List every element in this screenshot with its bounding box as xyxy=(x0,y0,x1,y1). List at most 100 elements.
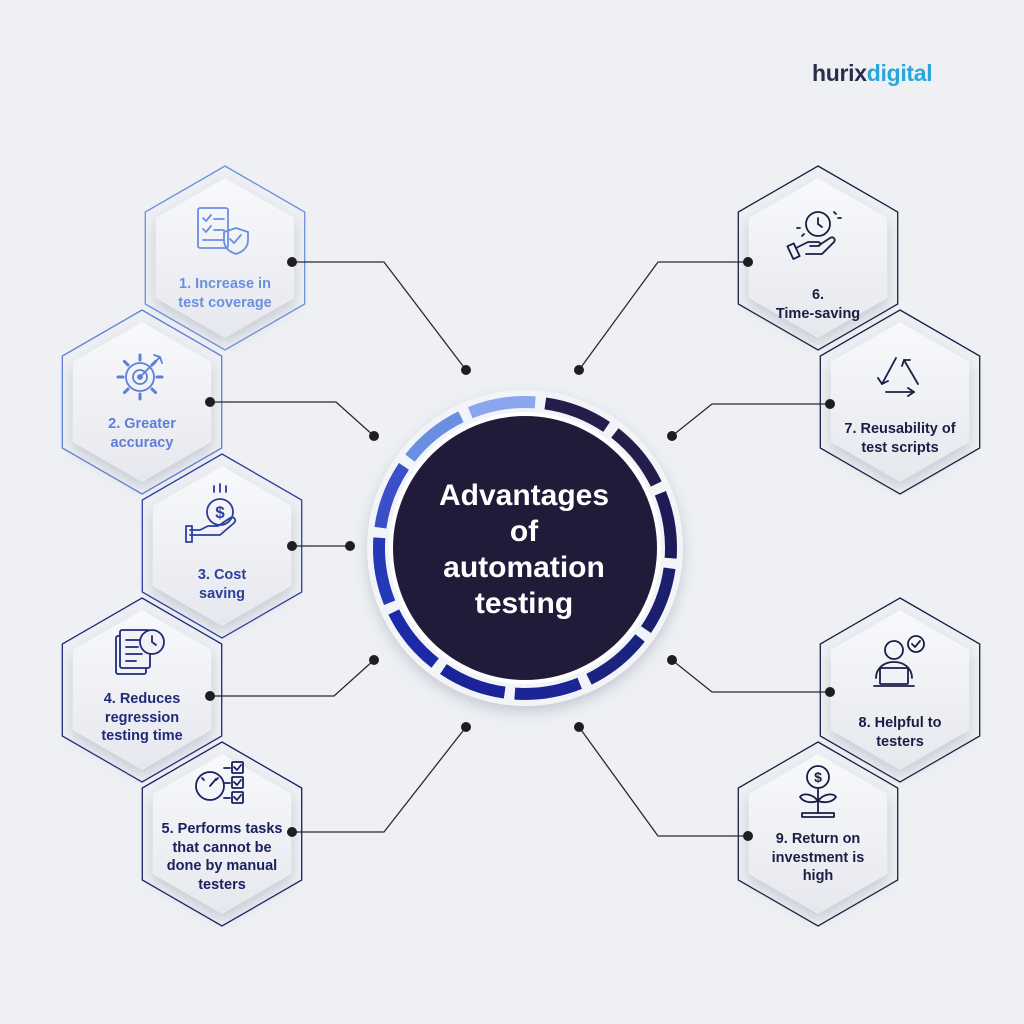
hex-outline xyxy=(61,597,223,783)
hex-outline xyxy=(141,453,303,639)
checklist-shield-icon xyxy=(197,207,249,255)
item-label-line: investment is xyxy=(771,849,865,866)
hex-card-1 xyxy=(144,165,306,351)
brand-logo: hurixdigital xyxy=(812,60,933,87)
hex-card-6 xyxy=(737,165,899,351)
hex-card-3 xyxy=(141,453,303,639)
item-label-line: testers xyxy=(876,733,924,750)
item-label-line: regression xyxy=(104,709,180,726)
item-label-line: that cannot be xyxy=(172,839,272,856)
item-label-6: 6.Time-saving xyxy=(738,286,898,323)
hex-outline xyxy=(141,741,303,927)
connector-dot xyxy=(461,365,471,375)
connector-dot xyxy=(345,541,355,551)
hex-card-4 xyxy=(61,597,223,783)
hex-face xyxy=(830,322,970,482)
hex-outline xyxy=(737,165,899,351)
hex-outline xyxy=(144,165,306,351)
connector-dot xyxy=(287,257,297,267)
connector-dot xyxy=(825,687,835,697)
item-label-8: 8. Helpful to testers xyxy=(820,714,980,751)
item-label-line: 4. Reduces xyxy=(103,691,181,707)
hex-card-8 xyxy=(819,597,981,783)
item-label-line: high xyxy=(802,868,834,884)
connector-line xyxy=(671,403,830,437)
hex-face xyxy=(748,178,888,338)
connector-dot xyxy=(743,831,753,841)
ring-segment xyxy=(544,397,610,432)
connector-line xyxy=(210,659,375,697)
ring-segment xyxy=(374,463,409,529)
connector-dot xyxy=(369,431,379,441)
svg-text:$: $ xyxy=(215,503,225,522)
hex-face xyxy=(748,754,888,914)
ring-segment xyxy=(611,428,662,487)
item-label-line: testers xyxy=(198,876,246,893)
item-label-1: 1. Increase in test coverage xyxy=(145,275,305,312)
hex-face xyxy=(72,610,212,770)
connector-dot xyxy=(743,257,753,267)
brand-part1: hurix xyxy=(812,60,867,86)
connector-dot xyxy=(461,722,471,732)
hex-card-5 xyxy=(141,741,303,927)
connector-dot xyxy=(574,722,584,732)
item-label-line: 7. Reusability of xyxy=(844,421,956,437)
hex-face xyxy=(152,466,292,626)
center-circle xyxy=(393,416,657,680)
hex-face xyxy=(155,178,295,338)
item-label-line: accuracy xyxy=(110,434,174,451)
ring-segment xyxy=(373,537,396,605)
hex-face xyxy=(72,322,212,482)
item-label-line: 2. Greater xyxy=(108,416,176,432)
hex-outline xyxy=(737,741,899,927)
item-label-line: 1. Increase in xyxy=(179,276,271,292)
item-label-line: 3. Cost xyxy=(197,567,247,583)
hex-card-9 xyxy=(737,741,899,927)
ring-segment xyxy=(440,664,506,699)
connector-dot xyxy=(287,827,297,837)
connector-dot xyxy=(574,365,584,375)
item-label-7: 7. Reusability of test scripts xyxy=(820,420,980,457)
item-label-line: test scripts xyxy=(861,439,939,456)
item-label-line: 5. Performs tasks xyxy=(161,821,283,837)
hex-face xyxy=(152,754,292,914)
hex-outline xyxy=(61,309,223,495)
hand-clock-icon xyxy=(786,211,842,260)
connector-line xyxy=(578,726,748,837)
connector-line xyxy=(671,659,830,693)
title-line: Advantages xyxy=(438,479,610,512)
item-label-line: 8. Helpful to xyxy=(858,715,942,731)
hex-face xyxy=(830,610,970,770)
connector-line xyxy=(292,261,467,371)
item-label-line: test coverage xyxy=(178,294,272,311)
connector-dot xyxy=(287,541,297,551)
target-gear-icon xyxy=(116,353,164,401)
connector-line xyxy=(292,726,467,833)
hand-dollar-icon: $ xyxy=(185,483,237,543)
ring-segment xyxy=(654,491,677,559)
ring-segment xyxy=(388,609,439,668)
connector-dot xyxy=(369,655,379,665)
item-label-5: 5. Performs tasks that cannot be done by m… xyxy=(142,820,302,894)
connector-dot xyxy=(667,655,677,665)
connector-line xyxy=(578,261,748,371)
item-label-line: done by manual xyxy=(166,858,278,874)
connector-line xyxy=(210,401,375,437)
connector-dot xyxy=(205,397,215,407)
title-line: testing xyxy=(474,587,574,620)
hex-outline xyxy=(819,309,981,495)
connector-dot xyxy=(667,431,677,441)
hex-outline xyxy=(819,597,981,783)
recycle-icon xyxy=(877,357,919,397)
money-plant-icon: $ xyxy=(799,765,837,818)
center-title: Advantages of automation testing xyxy=(400,478,648,622)
title-line: of xyxy=(509,515,539,548)
hex-card-2 xyxy=(61,309,223,495)
connector-dot xyxy=(825,399,835,409)
ring-segment xyxy=(514,677,582,701)
ring-segment xyxy=(586,634,645,685)
title-line: automation xyxy=(443,551,605,584)
